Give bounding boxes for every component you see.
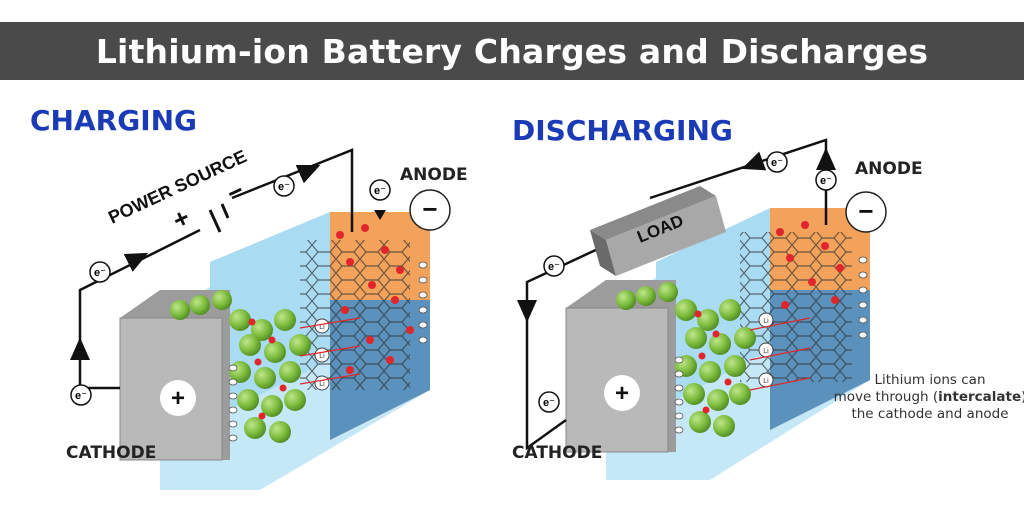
cathode-plus-icon: + (171, 385, 185, 412)
charging-panel: CHARGING + (30, 104, 468, 490)
svg-text:Li: Li (763, 318, 769, 325)
discharging-electrons: e⁻ e⁻ e⁻ e⁻ (538, 151, 837, 413)
note-line-3: the cathode and anode (851, 406, 1009, 422)
electron-icon: e⁻ (771, 157, 783, 169)
power-source-symbol-short (220, 203, 230, 219)
cathode-spheres (616, 282, 756, 437)
cathode-spheres (170, 290, 311, 443)
lithium-ions (694, 221, 844, 414)
svg-text:Li: Li (319, 324, 325, 331)
charging-anode-label: ANODE (400, 165, 468, 185)
cathode-terminal (604, 375, 640, 411)
lithium-ions (248, 224, 414, 420)
discharging-arrow-upper (741, 151, 767, 171)
ion-flow-arrows (749, 317, 811, 391)
charging-battery: + (119, 212, 430, 490)
discharging-heading: DISCHARGING (512, 114, 733, 147)
graphite-lattice (740, 232, 852, 382)
intercalation-note: Lithium ions can move through (intercala… (830, 372, 1024, 423)
svg-text:Li: Li (319, 353, 325, 360)
charging-arrow-top (295, 164, 321, 184)
ion-flow-arrows (299, 317, 361, 385)
load-box: LOAD (590, 186, 726, 276)
charging-electrons: e⁻ e⁻ e⁻ e⁻ (70, 175, 391, 406)
plate-contacts (674, 256, 868, 434)
title-bar: Lithium-ion Battery Charges and Discharg… (0, 22, 1024, 80)
power-source-minus-icon: − (222, 175, 248, 209)
electron-icon: e⁻ (820, 175, 832, 187)
li-ion-markers: Li Li Li (758, 312, 774, 388)
graphite-lattice (300, 240, 410, 390)
electron-icon: e⁻ (278, 181, 290, 193)
note-line-2: move through (intercalate) (833, 389, 1024, 405)
charging-wire-right (231, 148, 354, 232)
electron-icon: e⁻ (94, 267, 106, 279)
electron-icon: e⁻ (543, 397, 555, 409)
plate-contacts (228, 261, 428, 442)
power-source-plus-icon: + (168, 202, 194, 236)
charging-cathode-label: CATHODE (66, 443, 156, 463)
discharging-panel: DISCHARGING + (512, 114, 923, 480)
cathode-terminal (160, 380, 196, 416)
charging-heading: CHARGING (30, 104, 197, 137)
electron-icon: e⁻ (75, 390, 87, 402)
anode-minus-terminal (845, 191, 887, 233)
page-title: Lithium-ion Battery Charges and Discharg… (95, 31, 929, 71)
discharging-battery: + Li Li Li (565, 208, 870, 480)
cathode-plus-icon: + (615, 380, 629, 407)
electron-icon: e⁻ (374, 185, 386, 197)
charging-arrow-mid (123, 252, 149, 272)
anode-minus-icon: − (422, 194, 437, 224)
note-line-1: Lithium ions can (874, 372, 986, 388)
electron-icon: e⁻ (548, 261, 560, 273)
discharging-anode-label: ANODE (855, 159, 923, 179)
discharging-cathode-label: CATHODE (512, 443, 602, 463)
cathode-plate (565, 307, 669, 453)
anode-minus-terminal (409, 189, 451, 231)
power-source-symbol-long (208, 209, 222, 233)
svg-text:Li: Li (763, 348, 769, 355)
svg-text:Li: Li (319, 381, 325, 388)
anode-minus-icon: − (858, 196, 873, 226)
svg-text:Li: Li (763, 378, 769, 385)
discharging-wire-top (649, 138, 828, 225)
